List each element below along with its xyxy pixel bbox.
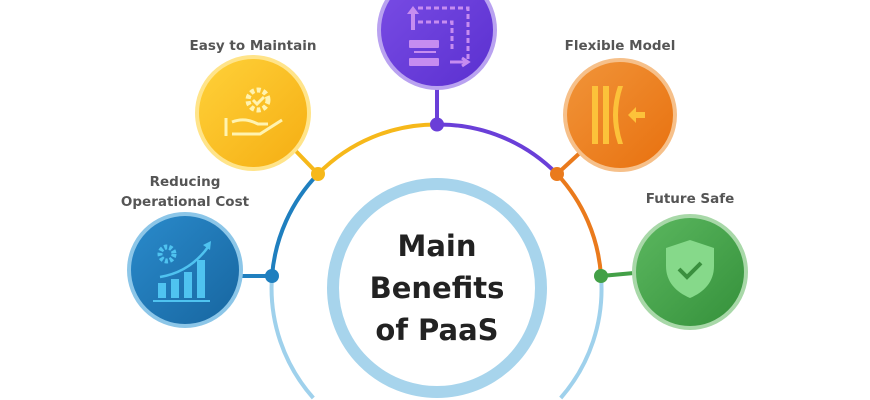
benefit-easy-to-maintain: Easy to Maintain [190,38,317,171]
center-title-circle: Main Benefits of PaaS [327,178,547,398]
center-title-line-1: Main [397,229,476,263]
benefit-label-flexible-model: Flexible Model [565,38,676,54]
benefit-scalability [377,0,497,90]
growth-chart-icon [153,241,211,302]
node-dot-purple [430,117,444,132]
flex-arrow-icon [592,86,645,144]
node-dot-blue [265,269,279,283]
node-dot-orange [550,167,564,181]
benefit-label-line-1: Reducing [150,174,221,190]
scalability-icon [407,6,471,68]
node-dot-yellow [311,167,325,181]
benefit-future-safe: Future Safe [632,191,748,330]
benefit-label-future-safe: Future Safe [646,191,735,207]
hand-gear-icon [224,87,283,136]
node-dot-green [594,269,608,283]
ring-arc-yellow [316,122,438,176]
benefit-reducing-operational-cost: Reducing Operational Cost [121,174,250,328]
center-title-line-2: Benefits [370,271,505,305]
benefit-flexible-model: Flexible Model [563,38,677,172]
ring-arc-blue [270,172,320,277]
ring-arc-purple [436,122,559,176]
benefit-label-easy-to-maintain: Easy to Maintain [190,38,317,54]
ring-arc-lightblue-right [559,275,604,400]
ring-arc-lightblue-left [269,275,315,400]
shield-check-icon [666,240,714,298]
center-title-line-3: of PaaS [375,313,498,347]
benefit-label-line-2: Operational Cost [121,194,250,210]
ring-arc-orange [555,172,603,277]
